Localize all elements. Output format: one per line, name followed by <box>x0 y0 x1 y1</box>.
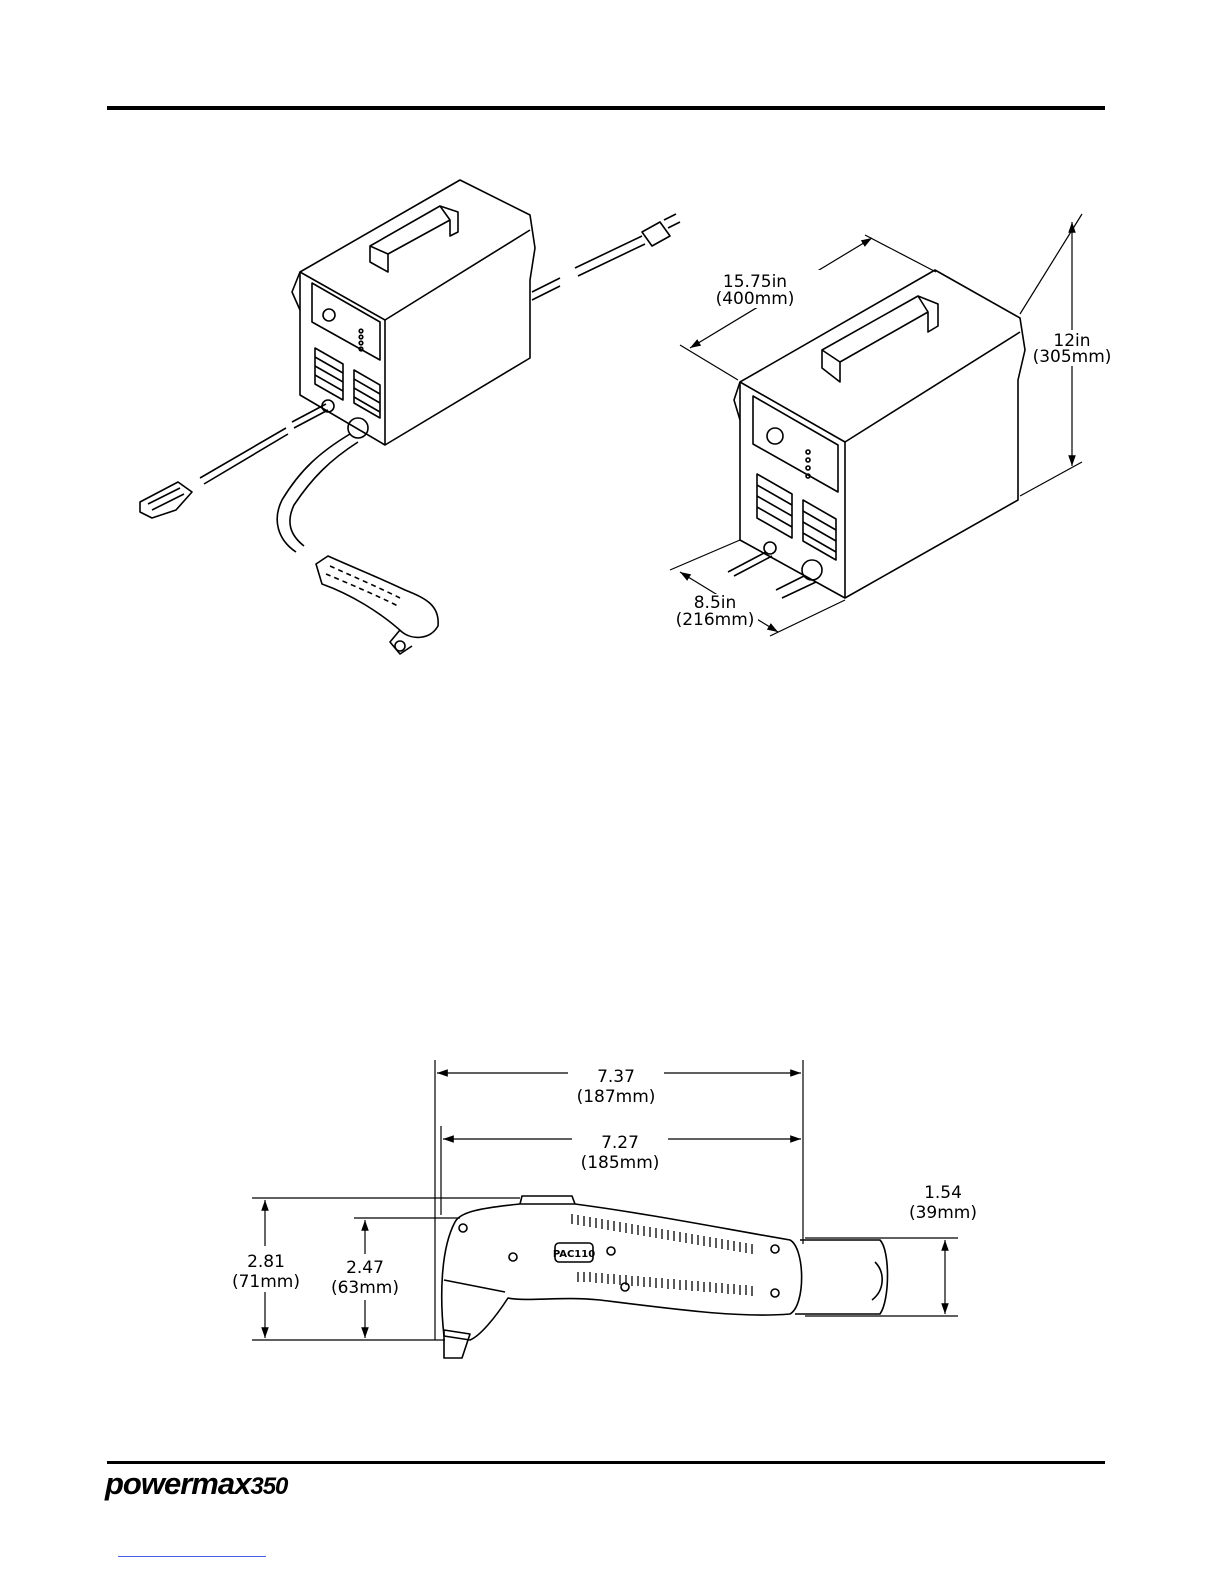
torch-handle-dia-metric: (39mm) <box>909 1203 977 1223</box>
torch-handle-dia-imperial: 1.54 <box>924 1183 962 1203</box>
unit-length-metric: (400mm) <box>716 289 795 309</box>
brand-name: powermax <box>105 1466 250 1501</box>
torch-overall-height-metric: (71mm) <box>232 1272 300 1292</box>
torch-model-label: PAC110 <box>553 1249 595 1260</box>
torch-head-height-imperial: 2.47 <box>346 1258 384 1278</box>
unit-width-metric: (216mm) <box>676 610 755 630</box>
torch-handle-grooves <box>572 1214 752 1296</box>
brand-model: 350 <box>250 1473 287 1500</box>
unit-height-metric: (305mm) <box>1033 347 1112 367</box>
torch-body-length-imperial: 7.27 <box>601 1133 639 1153</box>
power-supply-dimensioned <box>728 270 1025 598</box>
torch-overall-length-metric: (187mm) <box>577 1087 656 1107</box>
torch-overall-height-imperial: 2.81 <box>247 1252 285 1272</box>
brand-logo: powermax350 <box>105 1466 287 1502</box>
torch-overall-length-imperial: 7.37 <box>597 1067 635 1087</box>
footer-link-underline <box>118 1556 266 1557</box>
torch-head-height-metric: (63mm) <box>331 1278 399 1298</box>
torch-body-length-metric: (185mm) <box>581 1153 660 1173</box>
power-supply-illustration <box>140 180 680 654</box>
torch-drawing <box>442 1196 888 1358</box>
footer-rule <box>107 1461 1105 1464</box>
